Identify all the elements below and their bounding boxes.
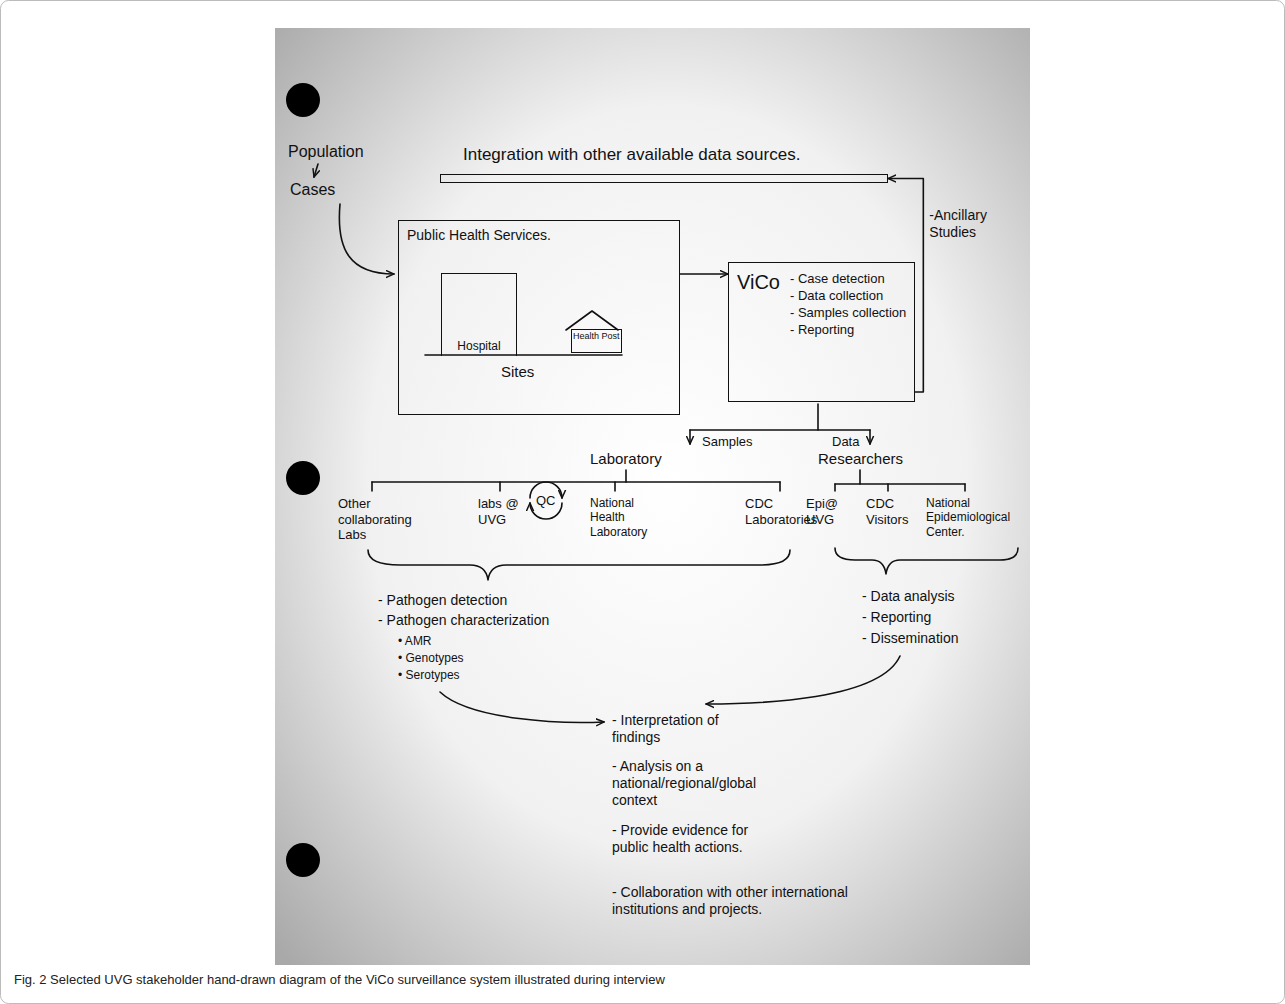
node-text: - Data collection <box>790 288 906 305</box>
research-tree <box>835 484 965 491</box>
node-text: Sites <box>501 363 534 380</box>
split-line <box>817 404 819 430</box>
node-heading: ViCo <box>737 271 780 294</box>
outcome-item: - Analysis on a national/regional/global… <box>612 758 802 808</box>
task-item: - Pathogen detection <box>378 592 507 609</box>
flow-label: Data <box>832 434 859 450</box>
task-subitem: • Serotypes <box>398 668 460 682</box>
paper-sheet <box>275 28 1030 965</box>
outcome-item: - Interpretation of findings <box>612 712 762 746</box>
node-heading: Public Health Services. <box>407 227 671 243</box>
task-item: - Dissemination <box>862 630 958 647</box>
punch-hole <box>286 83 320 117</box>
task-item: - Reporting <box>862 609 931 626</box>
health-post-roof <box>566 311 618 330</box>
flow-label: Samples <box>702 434 753 450</box>
outcome-item: - Collaboration with other international… <box>612 884 862 918</box>
lab-tree <box>372 482 780 491</box>
data-arrow <box>869 430 871 444</box>
task-item: - Pathogen characterization <box>378 612 549 629</box>
outcome-item: - Provide evidence for public health act… <box>612 822 762 856</box>
punch-hole <box>286 461 320 495</box>
flow-connector <box>680 273 728 275</box>
edge-label: -Ancillary Studies <box>929 207 1009 241</box>
partner-label: Other collaborating Labs <box>338 496 428 543</box>
partner-label: labs @ UVG <box>478 496 528 527</box>
partner-label: Epi@ UVG <box>806 496 846 527</box>
partner-label: CDC Visitors <box>866 496 922 527</box>
research-tree <box>835 483 965 485</box>
research-tree <box>859 470 861 484</box>
hospital-building: Hospital <box>441 273 517 356</box>
figure-caption: Fig. 2 Selected UVG stakeholder hand-dra… <box>14 972 665 987</box>
node-heading: Hospital <box>442 339 516 353</box>
merge-arrow <box>706 656 900 704</box>
merge-arrow <box>440 692 604 722</box>
health-post: Health Post <box>571 329 622 353</box>
ground-line <box>425 354 622 356</box>
qc-label: QC <box>536 493 556 509</box>
lab-tree <box>372 481 780 483</box>
node-text: - Case detection <box>790 271 906 288</box>
task-item: - Data analysis <box>862 588 955 605</box>
vico-box: ViCo - Case detection- Data collection- S… <box>728 262 915 402</box>
lab-tree <box>625 470 627 482</box>
source-label: Cases <box>290 180 335 199</box>
samples-arrow <box>689 430 691 444</box>
partner-label: National Epidemiological Center. <box>926 496 1022 539</box>
lab-brace <box>368 550 790 580</box>
node-text: - Samples collection <box>790 305 906 322</box>
item-list: - Case detection- Data collection- Sampl… <box>790 271 906 339</box>
population-arrow <box>314 164 318 177</box>
flow-connector <box>888 179 923 393</box>
group-heading: Researchers <box>818 450 903 468</box>
partner-label: National Health Laboratory <box>590 496 660 539</box>
integration-bar: Integration with other available data so… <box>440 174 888 183</box>
group-heading: Laboratory <box>590 450 662 468</box>
task-subitem: • Genotypes <box>398 651 464 665</box>
cases-arrow <box>339 204 394 274</box>
split-line <box>690 429 870 431</box>
task-subitem: • AMR <box>398 634 432 648</box>
source-label: Population <box>288 142 364 161</box>
research-brace <box>835 548 1018 574</box>
node-heading: Health Post <box>573 332 620 342</box>
punch-hole <box>286 843 320 877</box>
services-box: Public Health Services. Sites Hospital Heal… <box>398 220 680 415</box>
node-text: - Reporting <box>790 322 906 339</box>
node-heading: Integration with other available data so… <box>463 145 800 165</box>
